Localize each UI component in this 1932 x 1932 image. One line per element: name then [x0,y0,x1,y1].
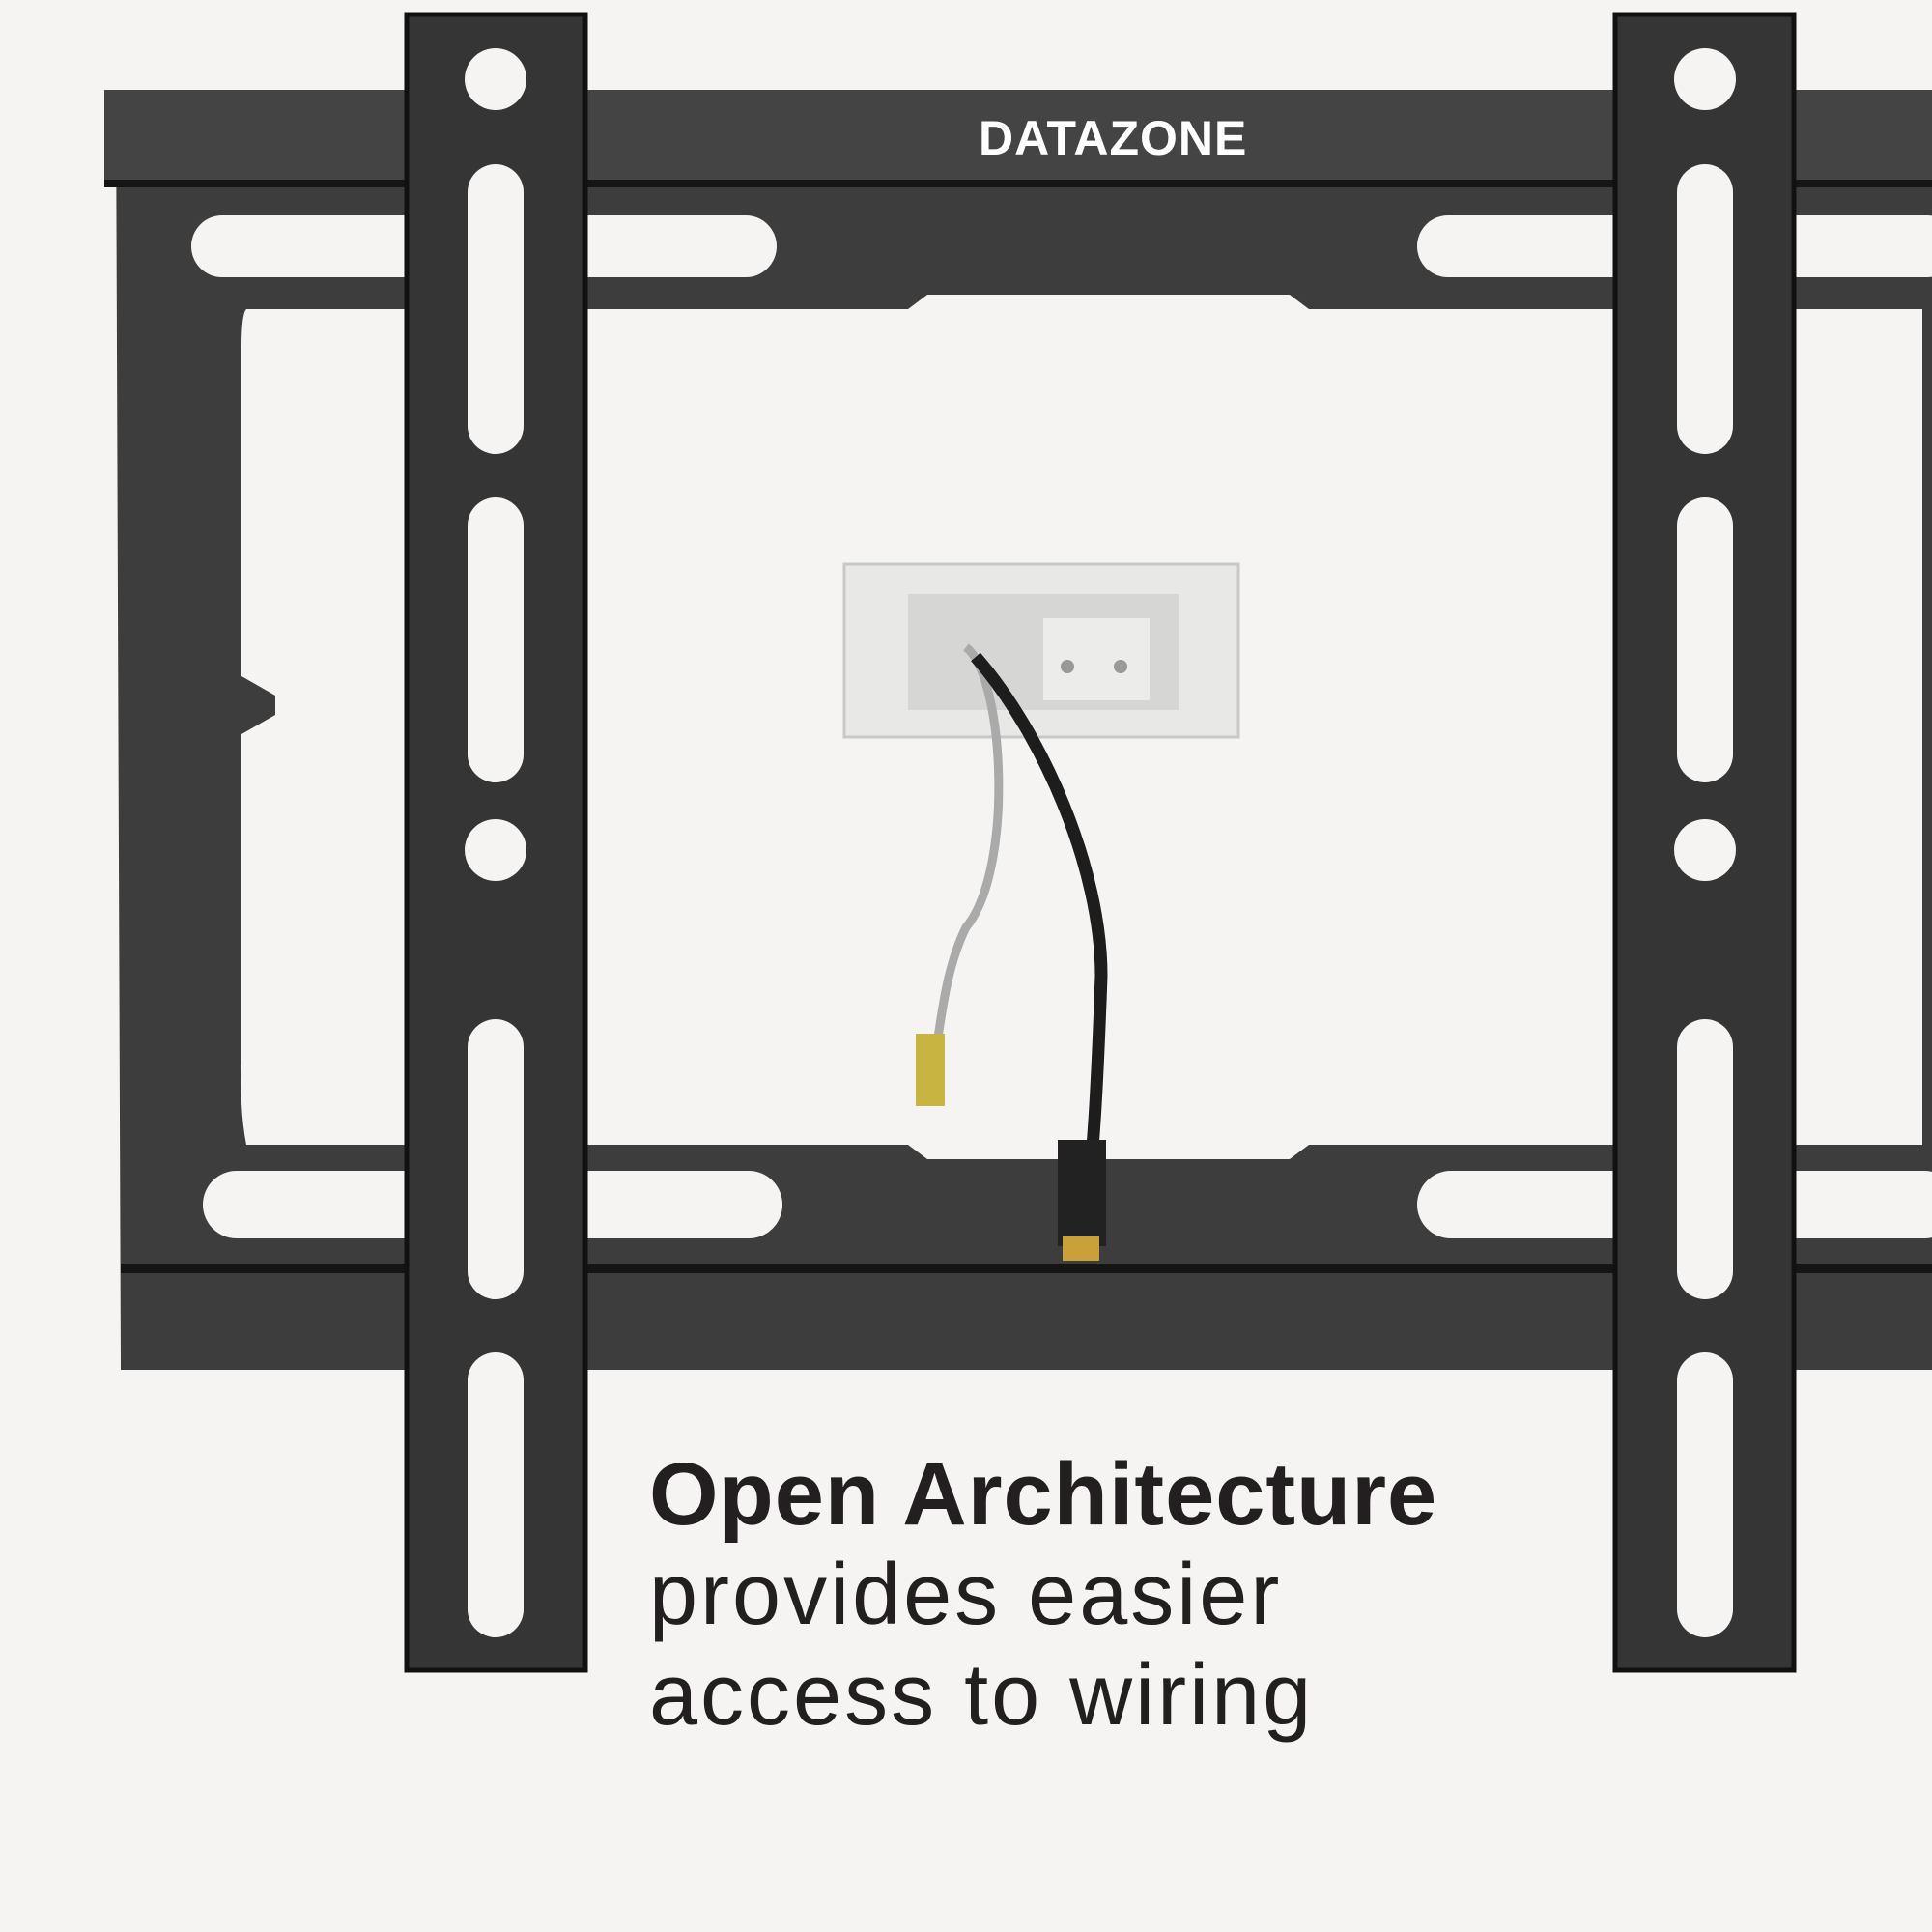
caption-line-2: provides easier [649,1547,1283,1643]
feature-caption: Open Architecture provides easier access… [649,1444,1437,1746]
hdmi-connector [1058,1140,1106,1246]
brand-logo: DATAZONE [979,111,1248,165]
left-mount-arm [404,12,588,1673]
caption-headline: Open Architecture [649,1445,1438,1544]
caption-line-3: access to wiring [649,1647,1315,1744]
recessed-wall-outlet-box [842,562,1240,739]
cables [916,643,1108,1261]
right-mount-arm [1612,12,1797,1673]
rca-connector [916,1034,945,1106]
